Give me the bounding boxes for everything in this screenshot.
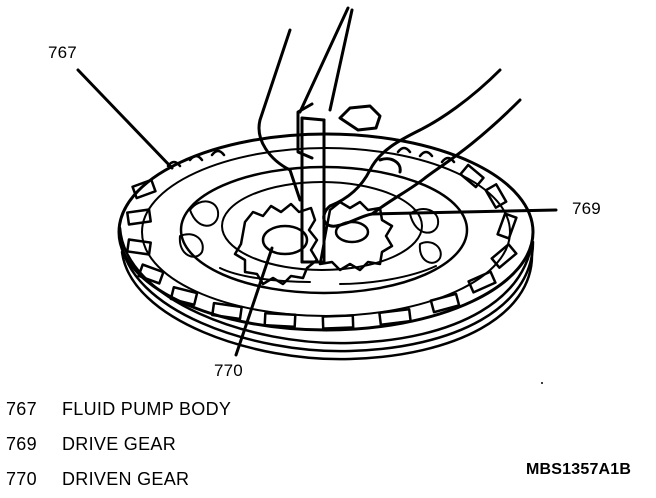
left-hand <box>257 6 382 202</box>
legend-number: 769 <box>6 434 37 454</box>
legend-label: DRIVEN GEAR <box>62 469 190 489</box>
leader-lines <box>76 68 558 357</box>
right-hand <box>322 68 522 228</box>
figure-code: MBS1357A1B <box>526 461 632 478</box>
drive-gear <box>318 200 394 272</box>
leader-line-770 <box>234 246 274 357</box>
print-speck <box>541 382 543 384</box>
legend-label: DRIVE GEAR <box>62 434 177 454</box>
callout-770: 770 <box>214 361 243 380</box>
tool-shaft <box>300 116 326 264</box>
legend-item: 770 DRIVEN GEAR <box>6 470 189 488</box>
callout-767: 767 <box>48 43 77 62</box>
legend-item: 767 FLUID PUMP BODY <box>6 400 231 418</box>
legend-number: 767 <box>6 399 37 419</box>
leader-line-767 <box>76 68 174 170</box>
callout-769: 769 <box>572 199 601 218</box>
leader-line-769 <box>370 208 558 216</box>
legend-label: FLUID PUMP BODY <box>62 399 232 419</box>
legend-number: 770 <box>6 469 37 489</box>
driven-gear <box>233 202 319 286</box>
legend-item: 769 DRIVE GEAR <box>6 435 176 453</box>
